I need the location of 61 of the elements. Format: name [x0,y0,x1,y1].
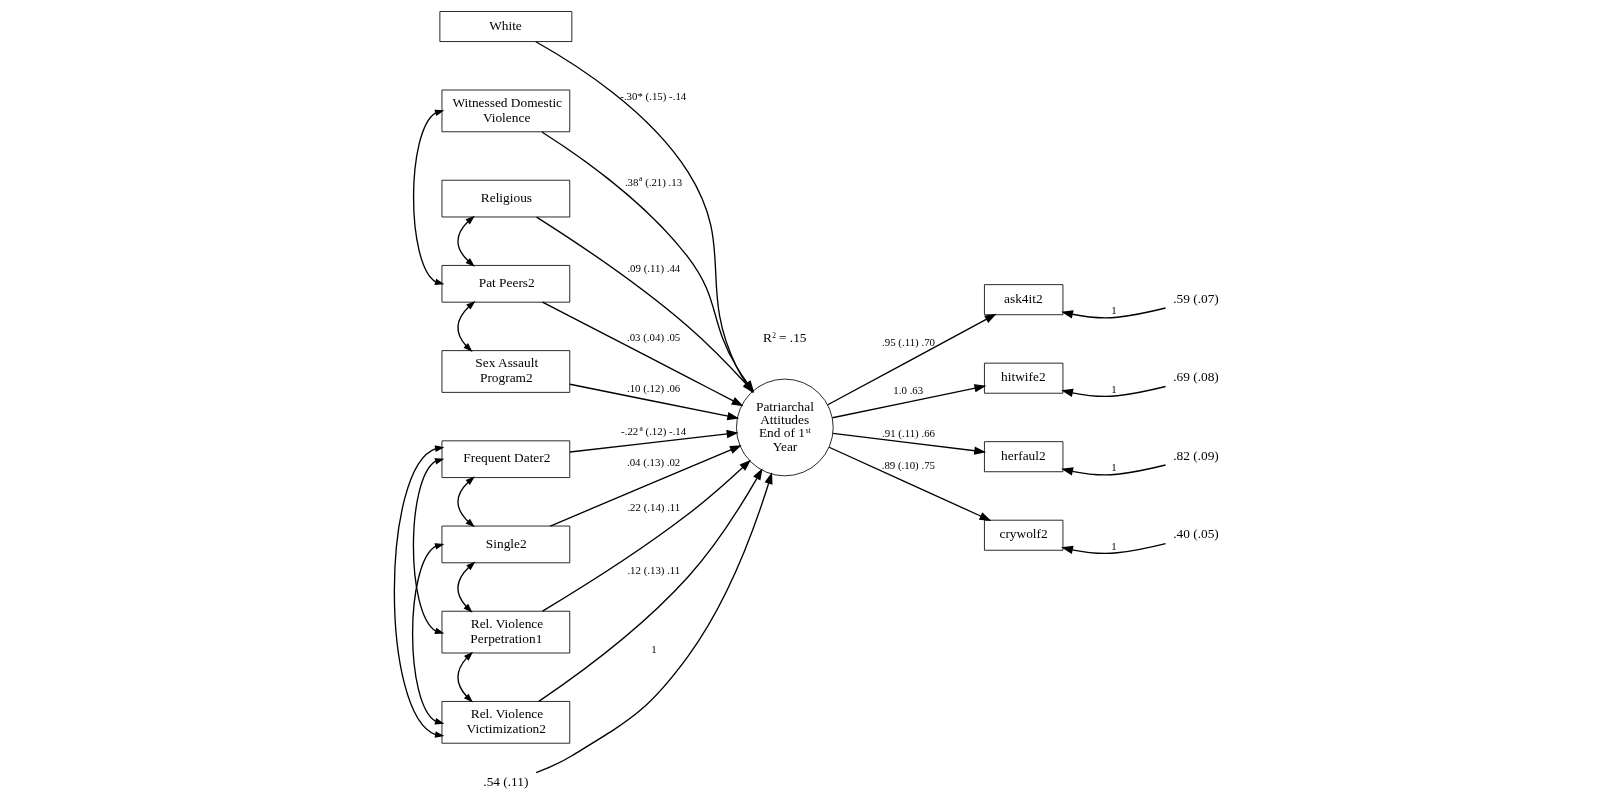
node-box: herfaul2 [983,441,1063,473]
edge-label: .22 (.14) .11 [626,501,680,514]
node-box: Frequent Dater2 [441,440,570,478]
node-box: Religious [441,179,570,218]
arrow [1060,307,1166,319]
edge-label: .10 (.12) .06 [626,381,680,394]
node-box: Sex Assault Program2 [441,350,570,393]
edge-label: .12 (.13) .11 [626,563,680,576]
node-box: Pat Peers2 [441,265,570,303]
node-text: .69 (.08) [1172,369,1219,385]
edge-label: -.22$^{a}$ (.12) -.14 [620,423,686,438]
node-box: crywolf2 [983,519,1063,551]
edge-label: 1 [1110,304,1117,317]
arrow [1060,385,1166,398]
arrow [1060,464,1166,476]
arrow [411,543,444,725]
arrow [412,109,444,285]
edge-label: -.30* (.15) -.14 [619,89,686,102]
arrow [568,383,739,421]
arrow [412,458,444,635]
arrow [456,301,475,353]
edge-label: 1.0 .63 [892,384,923,397]
edge-label: .03 (.04) .05 [626,330,680,343]
node-text: .40 (.05) [1172,526,1219,542]
edge-label: 1 [650,643,657,656]
label: R$^{2}$ = .15 [762,330,807,346]
edge-label: 1 [1110,382,1117,395]
arrow [568,429,739,453]
arrow [831,384,986,419]
arrow [456,561,475,613]
arrow [1060,542,1166,555]
arrow [393,445,444,738]
arrow [535,472,772,774]
arrow [549,445,742,527]
edge-label: .09 (.11) .44 [626,261,680,274]
node-box: Witnessed Domestic Violence [441,89,570,133]
arrow [456,651,473,703]
arrow [826,313,997,406]
arrow [828,446,991,521]
node-text: .54 (.11) [482,773,528,789]
arrow [537,468,763,703]
edge-label: .04 (.13) .02 [626,456,680,469]
arrow [456,215,475,267]
edge-label: .91 (.11) .66 [881,426,935,439]
node-text: .59 (.07) [1172,290,1219,306]
node-box: ask4it2 [983,284,1063,316]
node-box: Single2 [441,525,570,564]
arrow [831,432,986,455]
node-box: White [438,11,572,42]
edge-label: 1 [1110,539,1117,552]
arrow [541,301,743,407]
edge-label: .89 (.10) .75 [881,458,935,471]
arrow [456,476,475,528]
edge-label: .95 (.11) .70 [881,335,935,348]
node-box: hitwife2 [983,362,1063,394]
edge-label: 1 [1110,461,1117,474]
node-text: .82 (.09) [1172,447,1219,463]
arrow [541,459,751,612]
node-box: Rel. Violence Perpetration1 [441,610,570,654]
node-box: Rel. Violence Victimization2 [441,701,570,744]
edge-label: .38$^{a}$ (.21) .13 [624,174,682,188]
